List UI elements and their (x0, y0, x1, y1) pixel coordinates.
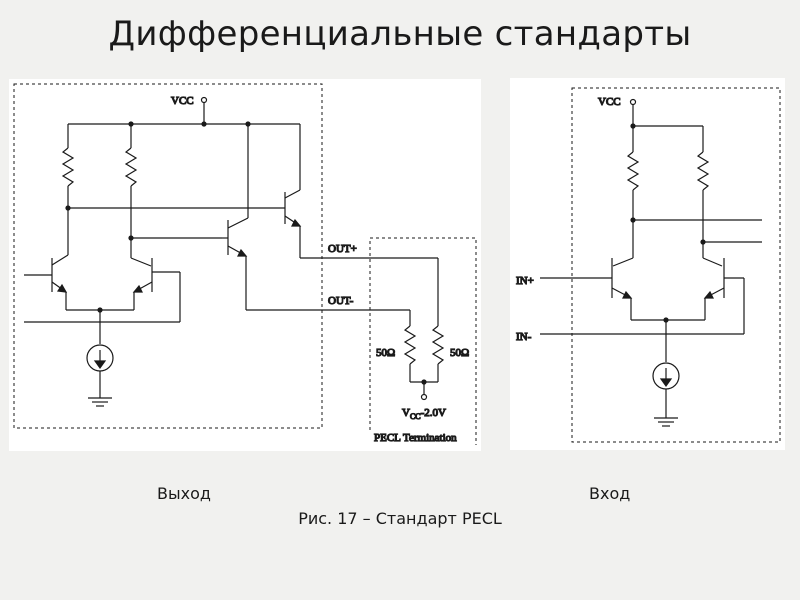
output-boundary (13, 83, 323, 429)
resistor-left-value: 50Ω (376, 347, 395, 359)
input-circuit-panel: VCC IN+ IN- (510, 78, 785, 450)
termination-resistor-right (431, 325, 445, 365)
resistor-right (124, 147, 138, 187)
termination-resistor-left (403, 325, 417, 365)
termination-label: PECL Termination (374, 432, 457, 444)
output-circuit-diagram: VCC OUT+ OUT- 50Ω 50Ω VCC-2.0V PECL Term… (13, 83, 477, 445)
figure-caption: Рис. 17 – Стандарт PECL (298, 509, 502, 528)
resistor-right-value: 50Ω (450, 347, 469, 359)
input-resistor-left (626, 151, 640, 191)
termination-boundary (369, 237, 477, 445)
input-ground-symbol (654, 417, 678, 427)
resistor-left (61, 147, 75, 187)
input-circuit-diagram: VCC IN+ IN- (515, 87, 781, 443)
ground-symbol (88, 397, 112, 407)
in-plus-label: IN+ (516, 275, 534, 287)
vcc-label: VCC (171, 95, 194, 107)
output-caption: Выход (157, 484, 211, 503)
vterm-terminal (420, 393, 428, 401)
vcc-label-in: VCC (598, 96, 621, 108)
in-minus-label: IN- (516, 331, 532, 343)
vterm-label: VCC-2.0V (402, 407, 446, 421)
vcc-terminal (200, 96, 208, 104)
vcc-terminal-in (629, 98, 637, 106)
input-resistor-right (696, 151, 710, 191)
page-title: Дифференциальные стандарты (108, 14, 692, 54)
input-caption: Вход (589, 484, 631, 503)
input-boundary (571, 87, 781, 443)
output-circuit-panel: VCC OUT+ OUT- 50Ω 50Ω VCC-2.0V PECL Term… (9, 79, 481, 451)
out-plus-label: OUT+ (328, 243, 357, 255)
out-minus-label: OUT- (328, 295, 354, 307)
